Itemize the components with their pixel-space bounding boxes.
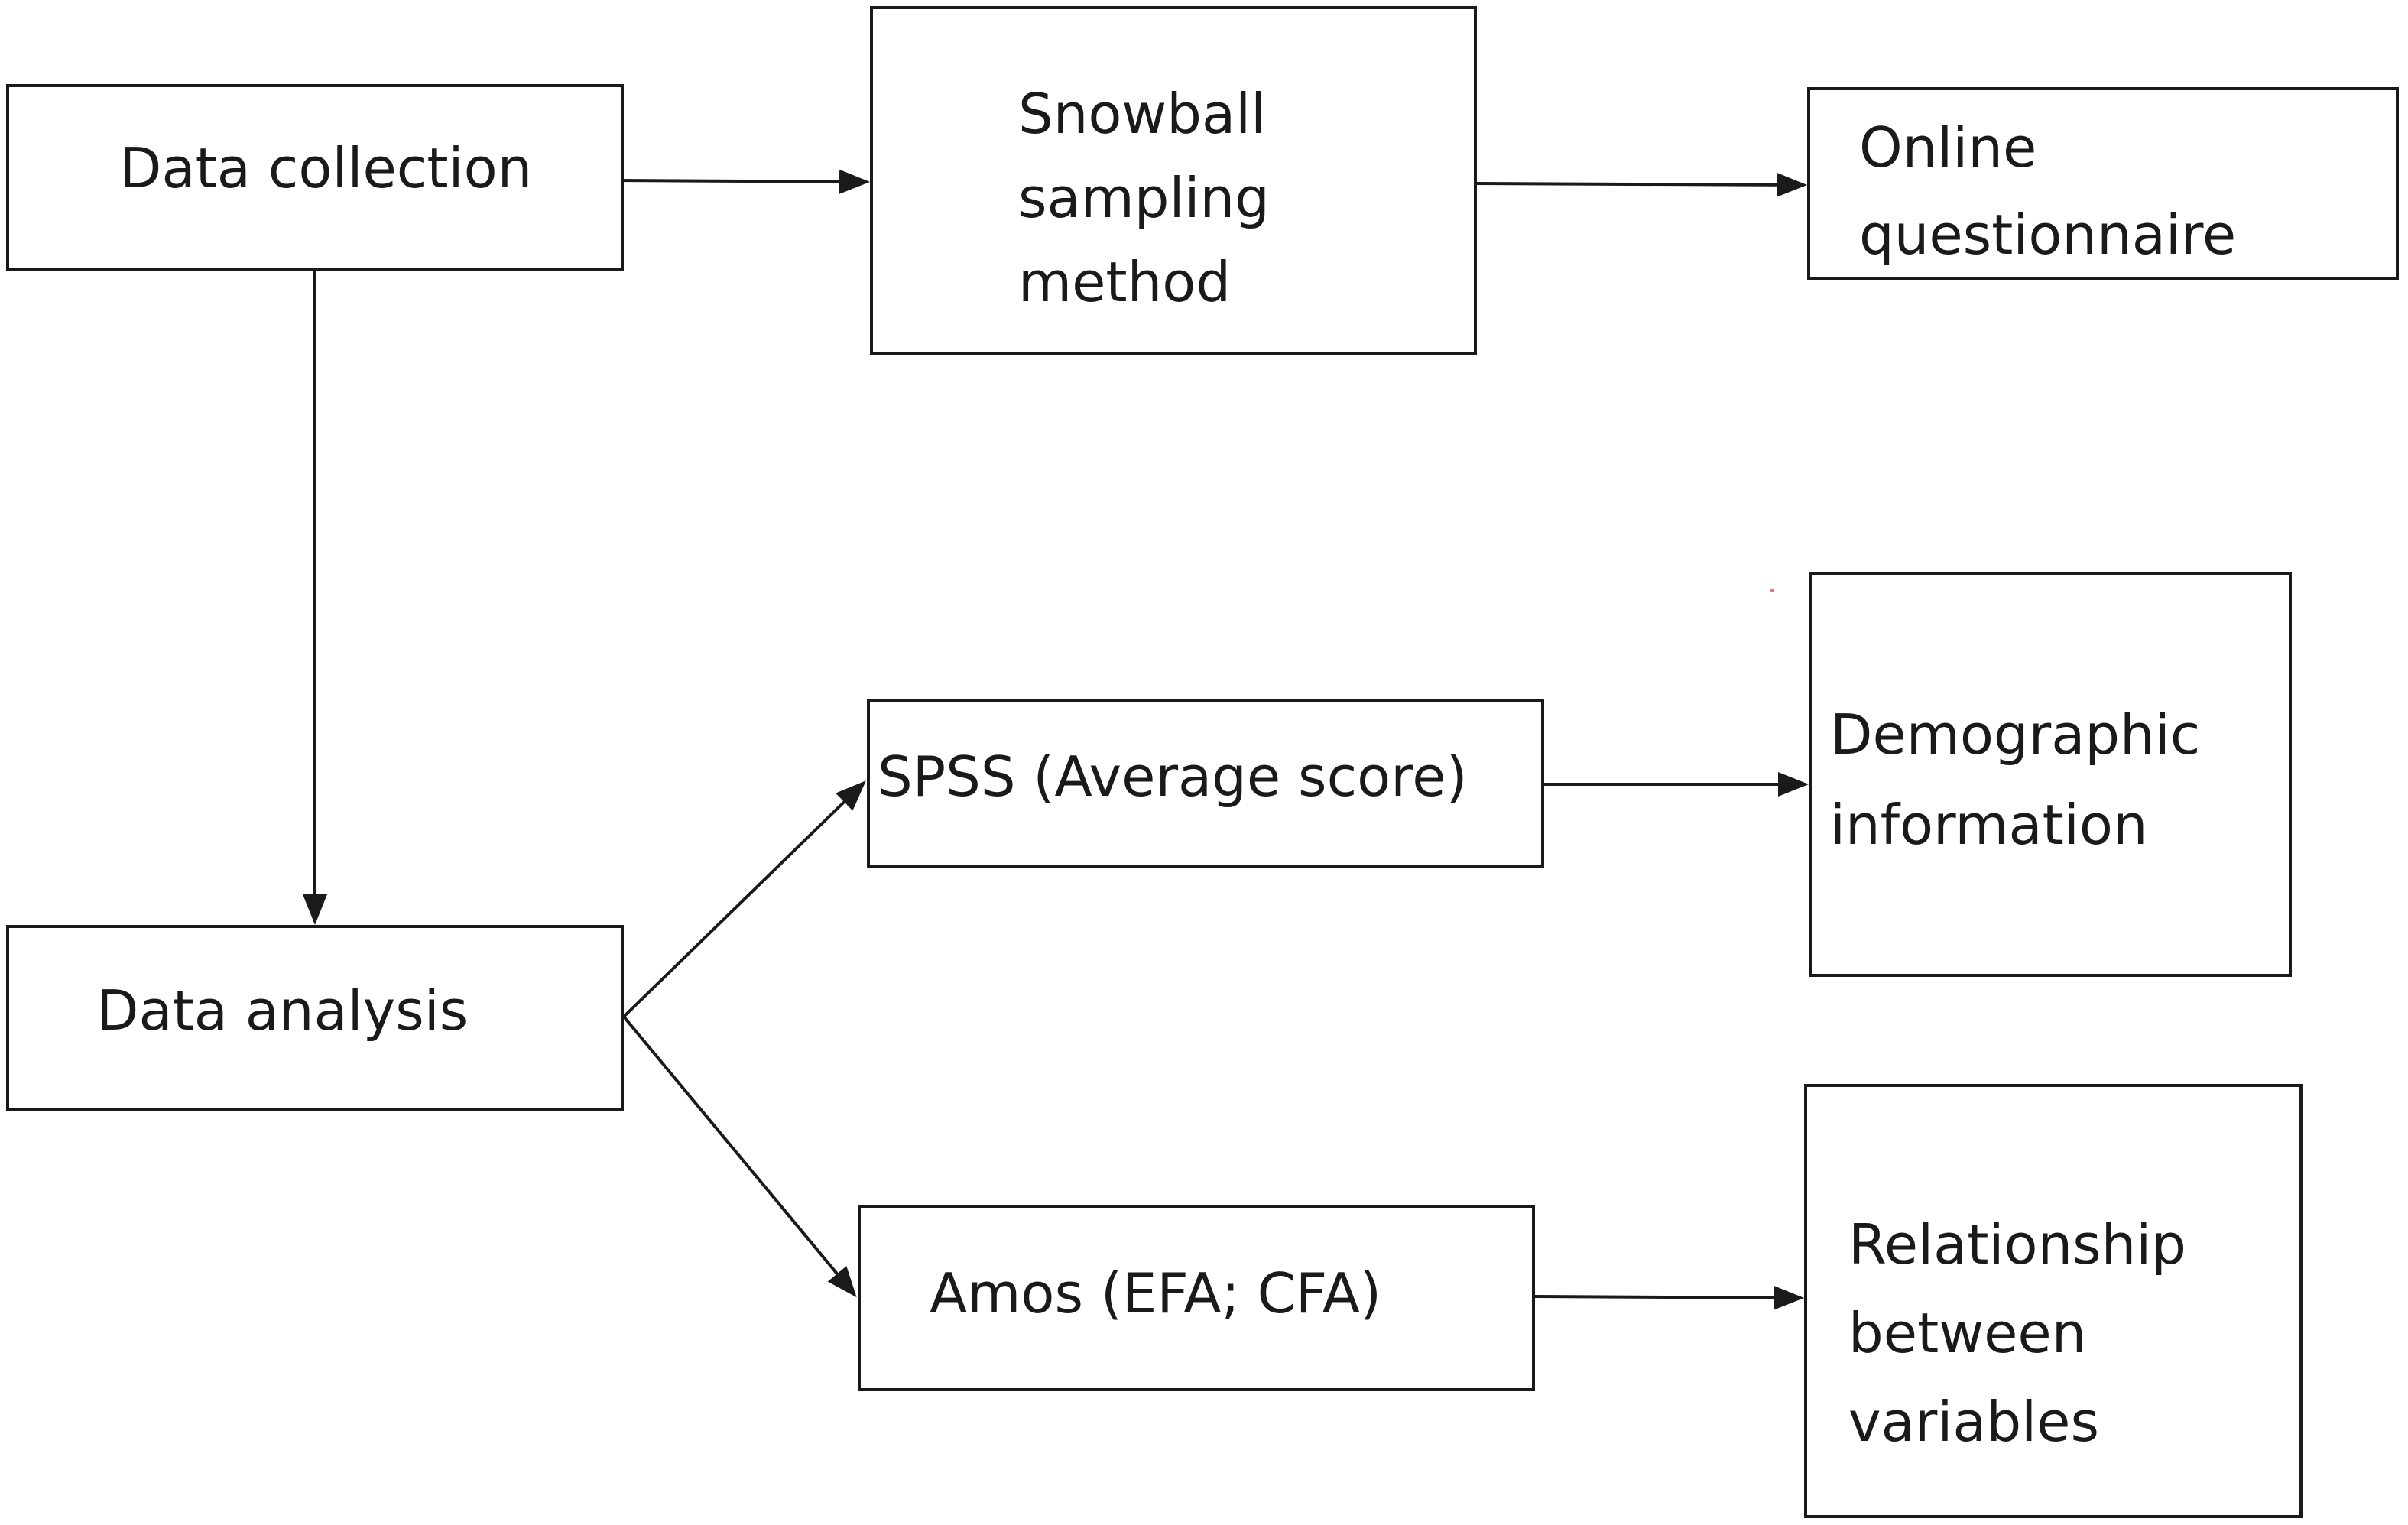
- arrow-data-analysis-to-amos: [622, 1015, 857, 1298]
- amos-efa-cfa-label: Amos (EFA; CFA): [930, 1261, 1382, 1325]
- data-analysis-label: Data analysis: [96, 978, 469, 1043]
- data-analysis-box: Data analysis: [6, 925, 624, 1111]
- snowball-sampling-method-box: Snowball sampling method: [870, 6, 1477, 355]
- amos-efa-cfa-box: Amos (EFA; CFA): [858, 1205, 1535, 1391]
- data-collection-label: Data collection: [119, 136, 533, 200]
- arrow-snowball-to-online: [1476, 172, 1807, 197]
- relationship-between-variables-box: Relationship between variables: [1804, 1084, 2303, 1518]
- online-questionnaire-box: Online questionnaire: [1807, 87, 2399, 280]
- spss-average-score-label: SPSS (Average score): [878, 745, 1468, 809]
- stray-mark: [1770, 589, 1774, 592]
- relationship-between-variables-label: Relationship between variables: [1848, 1212, 2186, 1454]
- demographic-information-box: Demographic information: [1809, 572, 2292, 977]
- online-questionnaire-label: Online questionnaire: [1859, 115, 2237, 267]
- demographic-information-label: Demographic information: [1830, 702, 2201, 857]
- arrow-data-collection-to-snowball: [617, 169, 870, 194]
- arrow-amos-to-relationship: [1534, 1285, 1804, 1310]
- data-collection-box: Data collection: [6, 84, 624, 271]
- spss-average-score-box: SPSS (Average score): [867, 699, 1544, 868]
- snowball-sampling-method-label: Snowball sampling method: [1018, 82, 1270, 314]
- arrow-data-analysis-to-spss: [622, 780, 866, 1018]
